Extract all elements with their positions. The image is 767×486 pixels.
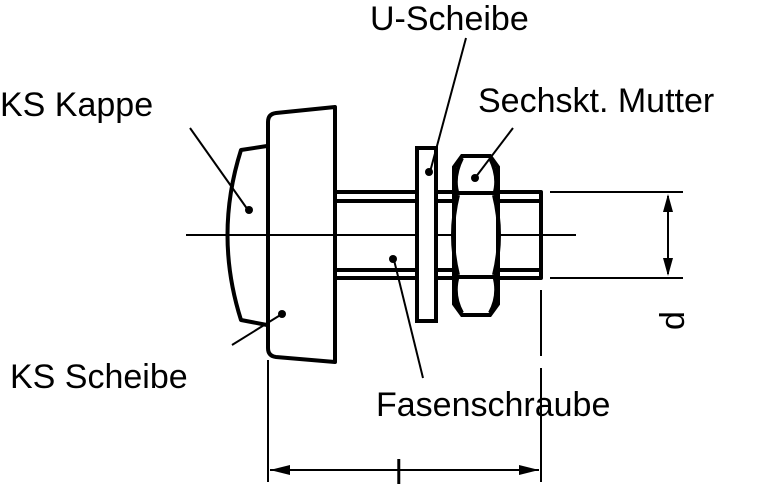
- ks-kappe-shape: [225, 144, 268, 327]
- label-dim-l: l: [395, 454, 403, 486]
- dimension-l: [267, 360, 542, 482]
- label-ks-kappe: KS Kappe: [0, 86, 153, 124]
- label-fasenschraube: Fasenschraube: [376, 386, 610, 424]
- leader-lines: [189, 37, 514, 379]
- ks-scheibe-shape: [266, 105, 337, 364]
- label-ks-scheibe: KS Scheibe: [10, 358, 188, 396]
- label-u-scheibe: U-Scheibe: [370, 0, 529, 38]
- dimension-d: [550, 191, 683, 279]
- u-scheibe-shape: [415, 146, 438, 323]
- hex-nut-shape: [451, 154, 501, 317]
- label-dim-d: d: [654, 311, 692, 330]
- label-sechskt-mutter: Sechskt. Mutter: [478, 82, 714, 120]
